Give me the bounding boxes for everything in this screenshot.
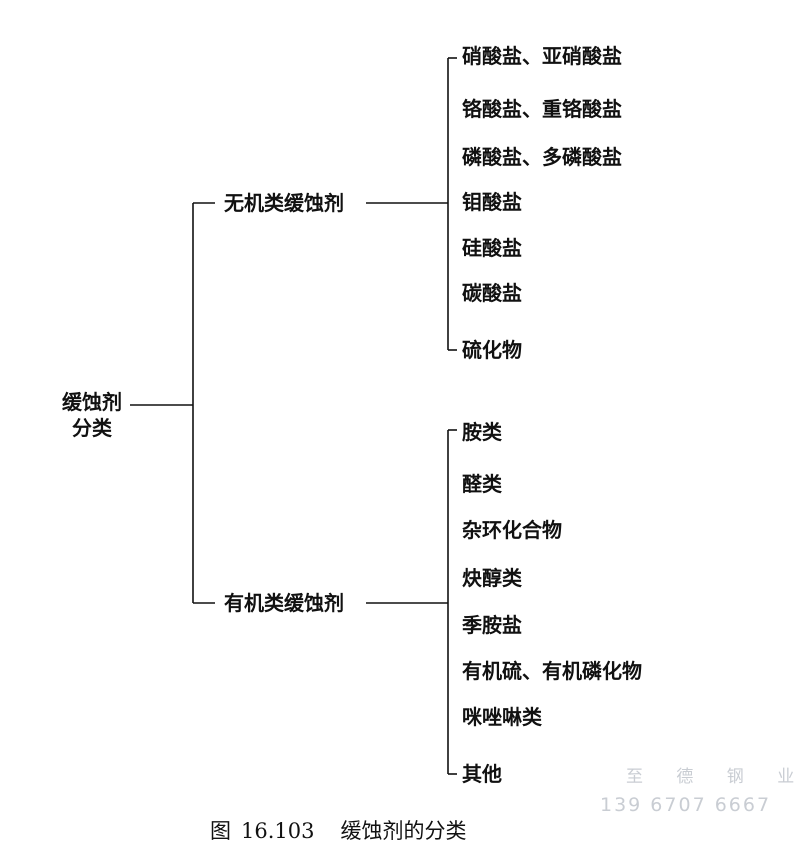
leaf-item: 咪唑啉类 (462, 705, 542, 729)
watermark-phone: 139 6707 6667 (600, 794, 772, 816)
leaf-item: 硝酸盐、亚硝酸盐 (462, 44, 622, 68)
leaf-item: 醛类 (462, 472, 502, 496)
caption-prefix: 图 (210, 819, 231, 843)
leaf-item: 硫化物 (462, 338, 522, 362)
figure-caption: 图 16.103 缓蚀剂的分类 (210, 815, 466, 845)
leaf-item: 硅酸盐 (462, 236, 522, 260)
branch-inorganic: 无机类缓蚀剂 (224, 191, 344, 215)
caption-number: 16.103 (241, 819, 315, 843)
watermark-name: 至 德 钢 业 (626, 767, 800, 787)
leaf-item: 季胺盐 (462, 613, 522, 637)
leaf-item: 钼酸盐 (462, 190, 522, 214)
leaf-item: 有机硫、有机磷化物 (462, 659, 642, 683)
caption-title: 缓蚀剂的分类 (340, 819, 467, 843)
root-line1: 缓蚀剂 (62, 390, 122, 414)
root-line2: 分类 (72, 416, 112, 440)
branch-organic: 有机类缓蚀剂 (224, 591, 344, 615)
leaf-item: 炔醇类 (462, 566, 522, 590)
leaf-item: 碳酸盐 (462, 281, 522, 305)
leaf-item: 铬酸盐、重铬酸盐 (462, 97, 622, 121)
leaf-item: 胺类 (462, 420, 502, 444)
leaf-item: 其他 (462, 762, 502, 786)
leaf-item: 磷酸盐、多磷酸盐 (462, 145, 622, 169)
root-node: 缓蚀剂 分类 (57, 389, 127, 441)
leaf-item: 杂环化合物 (462, 518, 562, 542)
